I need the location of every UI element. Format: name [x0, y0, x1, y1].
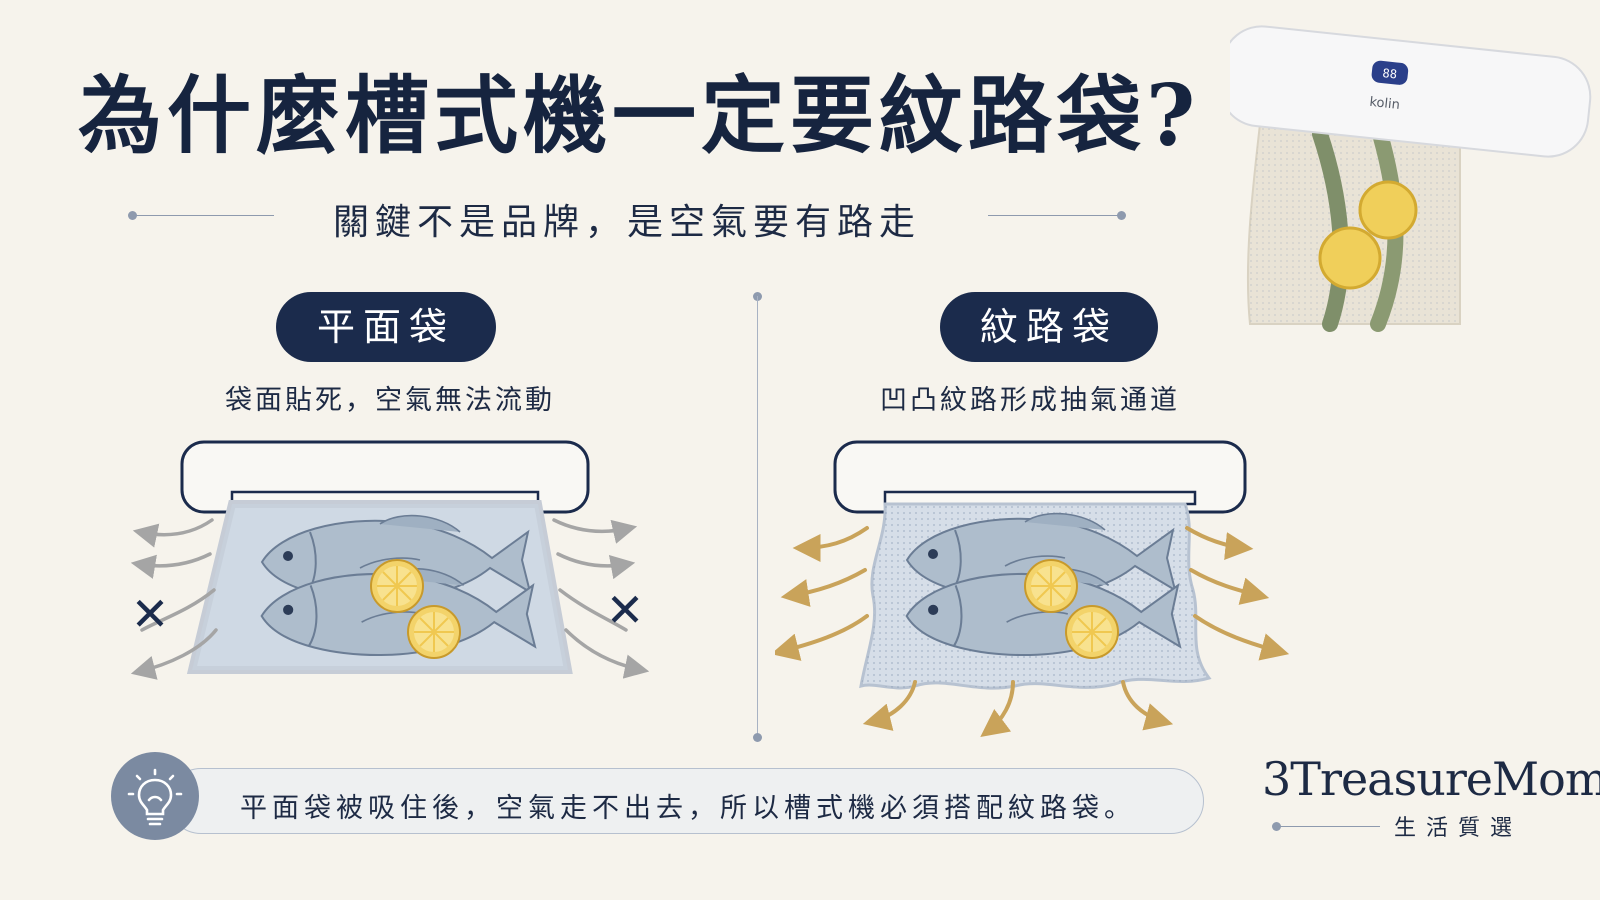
- lemon-photo: [1318, 226, 1382, 290]
- lemon-photo: [1358, 180, 1418, 240]
- blocked-air-arrows-right: [552, 518, 650, 679]
- brand-logo: 3TreasureMom: [1262, 752, 1600, 806]
- lightbulb-icon: [127, 768, 183, 826]
- blocked-mark-left: ✕: [131, 587, 170, 641]
- blocked-air-arrows-left: [130, 518, 218, 680]
- brand-line: [1276, 826, 1380, 827]
- center-divider: [757, 296, 758, 736]
- vacuum-sealer-photo: [1230, 25, 1592, 158]
- lemon-slice: [1024, 559, 1078, 613]
- subtitle-dot-right: [1117, 211, 1126, 220]
- display-panel: [1371, 60, 1409, 85]
- textured-bag-caption: 凹凸紋路形成抽氣通道: [880, 385, 1180, 416]
- flat-bag-label: 平面袋: [276, 292, 496, 362]
- textured-bag-label: 紋路袋: [940, 292, 1158, 362]
- subtitle-line-right: [988, 215, 1122, 216]
- textured-bag-illustration: [775, 440, 1290, 738]
- tip-icon-circle: [111, 752, 199, 840]
- brand-tagline: 生活質選: [1394, 816, 1523, 841]
- subtitle-line-left: [132, 215, 274, 216]
- flat-bag-illustration: ✕ ✕: [130, 440, 650, 680]
- subtitle-row: 關鍵不是品牌，是空氣要有路走: [128, 190, 1126, 243]
- lemon-slice: [1065, 605, 1119, 659]
- lemon-slice: [407, 605, 461, 659]
- divider-dot-bottom: [753, 733, 762, 742]
- product-logo: kolin: [1369, 95, 1401, 113]
- main-title: 為什麼槽式機一定要紋路袋?: [78, 66, 1201, 165]
- air-flow-arrows-left: [775, 526, 869, 661]
- air-flow-arrows-right: [1185, 526, 1290, 661]
- product-photo: 88 kolin: [1230, 25, 1592, 332]
- air-flow-arrows-bottom: [862, 680, 1174, 738]
- subtitle: 關鍵不是品牌，是空氣要有路走: [332, 202, 921, 243]
- tip-text: 平面袋被吸住後，空氣走不出去，所以槽式機必須搭配紋路袋。: [240, 793, 1136, 824]
- tip-bar: [168, 768, 1204, 834]
- lemon-slice: [370, 559, 424, 613]
- blocked-mark-right: ✕: [606, 583, 645, 637]
- flat-bag-caption: 袋面貼死，空氣無法流動: [225, 385, 555, 416]
- display-readout: 88: [1382, 66, 1398, 81]
